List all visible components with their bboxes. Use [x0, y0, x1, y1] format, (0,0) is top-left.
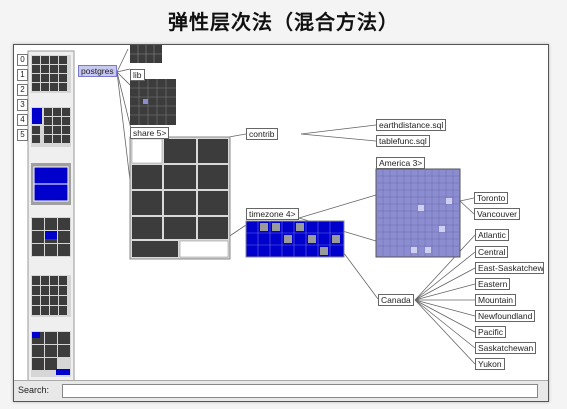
node-timezone-label: timezone [249, 209, 284, 219]
level-button-2[interactable]: 2 [17, 84, 28, 96]
overview-thumb-2[interactable] [31, 107, 71, 147]
overview-thumb-1[interactable] [31, 55, 71, 93]
tree-browser-window: 0 1 2 3 4 5 postgres lib share 5> contri… [13, 44, 549, 402]
overview-thumb-5[interactable] [31, 275, 71, 317]
node-saskatchewan[interactable]: Saskatchewan [475, 342, 537, 354]
node-timezone-count: 4> [285, 209, 296, 219]
node-timezone[interactable]: timezone 4> [246, 208, 299, 220]
node-america-count: 3> [412, 158, 423, 168]
level-button-1[interactable]: 1 [17, 69, 28, 81]
node-toronto[interactable]: Toronto [474, 192, 509, 204]
node-tablefunc-sql[interactable]: tablefunc.sql [376, 135, 430, 147]
search-label: Search: [18, 385, 50, 395]
node-america[interactable]: America 3> [376, 157, 426, 169]
node-mountain[interactable]: Mountain [475, 294, 516, 306]
search-bar: Search: [14, 380, 548, 401]
node-lib[interactable]: lib [130, 69, 145, 81]
node-canada[interactable]: Canada [378, 294, 414, 306]
tree-canvas[interactable] [14, 45, 548, 401]
level-button-0[interactable]: 0 [17, 54, 28, 66]
top-node-block[interactable] [130, 45, 162, 63]
search-input[interactable] [62, 384, 538, 398]
node-yukon[interactable]: Yukon [475, 358, 505, 370]
level-button-5[interactable]: 5 [17, 129, 28, 141]
node-east-saskatchewan[interactable]: East-Saskatchew [475, 262, 544, 274]
node-vancouver[interactable]: Vancouver [474, 208, 521, 220]
level-button-3[interactable]: 3 [17, 99, 28, 111]
node-contrib[interactable]: contrib [246, 128, 278, 140]
node-america-label: America [379, 158, 411, 168]
node-share-count: 5> [156, 128, 167, 138]
node-postgres[interactable]: postgres [78, 65, 117, 77]
node-central[interactable]: Central [475, 246, 509, 258]
node-share[interactable]: share 5> [130, 127, 170, 139]
node-eastern[interactable]: Eastern [475, 278, 511, 290]
node-atlantic[interactable]: Atlantic [475, 229, 509, 241]
overview-thumb-3-selected[interactable] [31, 163, 71, 205]
share-block[interactable] [129, 136, 231, 260]
overview-thumb-4[interactable] [31, 217, 71, 257]
node-newfoundland[interactable]: Newfoundland [475, 310, 536, 322]
america-block[interactable] [375, 168, 461, 258]
level-button-4[interactable]: 4 [17, 114, 28, 126]
overview-thumb-6[interactable] [31, 331, 71, 377]
node-pacific[interactable]: Pacific [475, 326, 507, 338]
node-earthdistance-sql[interactable]: earthdistance.sql [376, 119, 447, 131]
node-share-label: share [133, 128, 155, 138]
lib-block[interactable] [130, 79, 176, 125]
overview-column[interactable] [27, 50, 75, 382]
slide-title: 弹性层次法（混合方法） [168, 10, 399, 34]
timezone-block[interactable] [245, 220, 345, 258]
